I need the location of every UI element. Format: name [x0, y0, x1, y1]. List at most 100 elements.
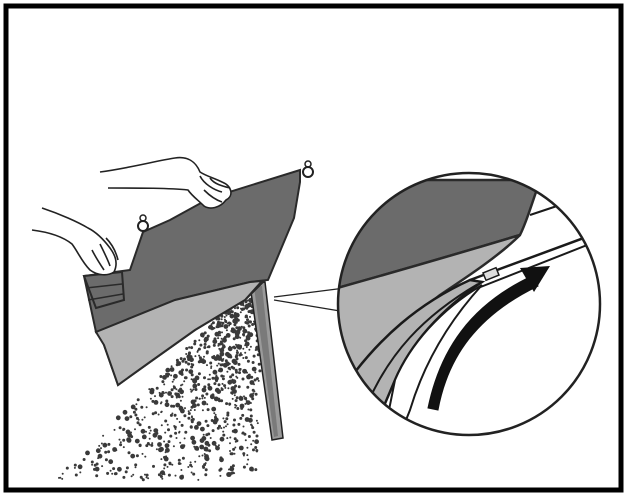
particle: [134, 408, 137, 411]
particle: [235, 354, 238, 357]
particle: [247, 409, 249, 411]
particle: [163, 441, 165, 443]
particle: [158, 414, 160, 416]
particle: [173, 445, 175, 447]
particle: [235, 441, 237, 443]
particle: [258, 380, 260, 382]
particle: [252, 448, 255, 451]
particle: [183, 414, 186, 417]
particle: [160, 458, 162, 460]
particle: [231, 393, 233, 395]
particle: [167, 424, 169, 426]
particle: [74, 464, 77, 467]
particle: [165, 368, 170, 373]
particle: [222, 434, 225, 437]
particle: [235, 360, 237, 362]
particle: [158, 447, 163, 452]
particle: [209, 378, 211, 380]
particle: [229, 450, 231, 452]
particle: [197, 479, 199, 481]
particle: [225, 425, 227, 427]
particle: [128, 451, 131, 454]
particle: [222, 417, 224, 419]
particle: [206, 364, 208, 366]
particle: [167, 391, 172, 396]
particle: [194, 409, 196, 411]
particle: [191, 415, 193, 417]
particle: [220, 427, 222, 429]
particle: [229, 467, 234, 472]
particle: [232, 424, 235, 427]
particle: [233, 419, 236, 422]
particle: [198, 355, 200, 357]
particle: [246, 463, 248, 465]
particle: [223, 427, 225, 429]
particle: [232, 367, 235, 370]
particle: [246, 316, 248, 318]
particle: [151, 400, 154, 403]
particle: [170, 367, 175, 372]
particle: [176, 397, 178, 399]
particle: [125, 416, 130, 421]
particle: [207, 408, 210, 411]
particle: [237, 423, 240, 426]
particle: [171, 365, 173, 367]
particle: [105, 458, 108, 461]
particle: [246, 454, 248, 456]
particle: [208, 386, 210, 388]
particle: [214, 397, 219, 402]
particle: [221, 388, 224, 391]
particle: [98, 445, 100, 447]
particle: [187, 363, 190, 366]
particle: [197, 350, 199, 352]
particle: [234, 407, 236, 409]
particle: [235, 369, 238, 372]
particle: [194, 355, 196, 357]
particle: [244, 403, 246, 405]
callout-line-lower: [274, 300, 346, 312]
particle: [159, 375, 162, 378]
particle: [235, 399, 238, 402]
particle: [204, 473, 207, 476]
particle: [171, 464, 173, 466]
particle: [204, 344, 206, 346]
particle: [191, 378, 193, 380]
particle: [239, 396, 244, 401]
particle: [185, 376, 188, 379]
particle: [209, 362, 212, 365]
particle: [239, 337, 241, 339]
particle: [170, 405, 173, 408]
particle: [214, 416, 217, 419]
particle: [251, 397, 254, 400]
particle: [239, 446, 244, 451]
particle: [254, 446, 257, 449]
particle: [255, 393, 258, 396]
particle: [250, 443, 252, 445]
particle: [229, 356, 232, 359]
particle: [203, 434, 205, 436]
particle: [96, 463, 99, 466]
particle: [173, 425, 175, 427]
particle: [235, 344, 237, 346]
particle: [204, 397, 206, 399]
particle: [114, 429, 116, 431]
particle: [222, 344, 225, 347]
particle: [258, 363, 261, 366]
particle: [184, 431, 187, 434]
particle: [246, 447, 248, 449]
particle: [243, 395, 245, 397]
particle: [242, 308, 245, 311]
particle: [132, 474, 134, 476]
particle: [104, 451, 107, 454]
particle: [225, 417, 228, 420]
particle: [140, 406, 143, 409]
particle: [202, 409, 204, 411]
particle: [190, 355, 193, 358]
particle: [218, 469, 221, 472]
particle: [137, 421, 140, 424]
particle: [206, 350, 209, 353]
particle: [249, 320, 251, 322]
particle: [170, 374, 172, 376]
particle: [176, 437, 178, 439]
